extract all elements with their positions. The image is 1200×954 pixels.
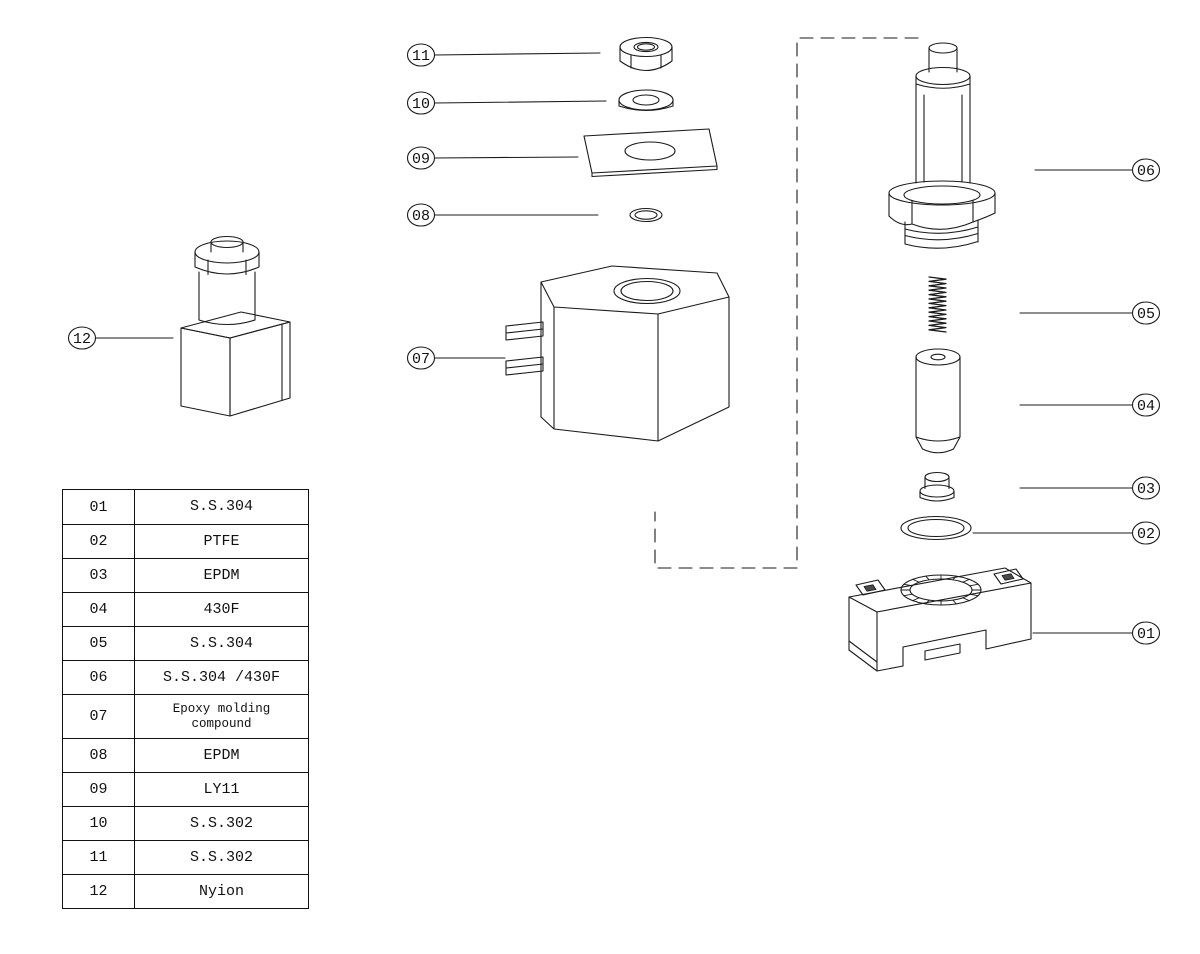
- part-material-cell: S.S.302: [189, 814, 253, 832]
- table-row: 11 S.S.302: [63, 840, 308, 874]
- part-01-valve-body: [848, 567, 1032, 672]
- callout-05-label: 05: [1137, 306, 1155, 323]
- callout-08: 08: [406, 203, 599, 227]
- part-material-cell: EPDM: [203, 746, 240, 764]
- callout-06: 06: [1034, 158, 1161, 182]
- callout-07: 07: [406, 346, 506, 370]
- callout-11: 11: [406, 43, 601, 67]
- assembly-dashed-line: [654, 37, 919, 569]
- callout-03-label: 03: [1137, 481, 1155, 498]
- callout-03: 03: [1019, 476, 1161, 500]
- part-number-cell: 04: [63, 593, 135, 626]
- table-row: 08 EPDM: [63, 738, 308, 772]
- part-number-cell: 05: [63, 627, 135, 660]
- callout-10: 10: [406, 91, 607, 115]
- materials-table: 01 S.S.304 02 PTFE 03 EPDM 04 430F 05 S.…: [62, 489, 309, 909]
- table-row: 06 S.S.304 /430F: [63, 660, 308, 694]
- part-material-cell: Nyion: [198, 882, 244, 900]
- part-material-cell: EPDM: [203, 566, 240, 584]
- part-08-oring-small: [629, 207, 663, 223]
- table-row: 07 Epoxy molding compound: [63, 694, 308, 738]
- callout-05: 05: [1019, 301, 1161, 325]
- part-12-din-connector: [180, 235, 291, 417]
- callout-08-label: 08: [412, 208, 430, 225]
- table-row: 04 430F: [63, 592, 308, 626]
- part-number-cell: 10: [63, 807, 135, 840]
- part-material-cell: S.S.302: [189, 848, 253, 866]
- part-number-cell: 03: [63, 559, 135, 592]
- mounting-boss: [855, 579, 886, 596]
- table-row: 05 S.S.304: [63, 626, 308, 660]
- callout-02: 02: [972, 521, 1161, 545]
- part-number-cell: 06: [63, 661, 135, 694]
- callouts: 12 11 10 09 08: [67, 43, 1161, 645]
- part-04-plunger: [915, 348, 961, 454]
- coil-terminal: [505, 321, 544, 341]
- callout-01: 01: [1032, 621, 1161, 645]
- part-material-cell: 430F: [203, 600, 240, 618]
- part-material-cell: Epoxy molding compound: [172, 702, 271, 731]
- part-07-coil: [505, 265, 730, 442]
- part-03-seal: [919, 471, 955, 502]
- callout-11-label: 11: [412, 48, 430, 65]
- part-number-cell: 08: [63, 739, 135, 772]
- callout-12-label: 12: [73, 331, 91, 348]
- callout-04-label: 04: [1137, 398, 1155, 415]
- callout-10-label: 10: [412, 96, 430, 113]
- part-material-cell: LY11: [203, 780, 240, 798]
- mounting-boss: [993, 568, 1024, 585]
- part-number-cell: 02: [63, 525, 135, 558]
- table-row: 02 PTFE: [63, 524, 308, 558]
- part-10-washer: [618, 89, 674, 112]
- part-material-cell: S.S.304: [189, 498, 253, 516]
- table-row: 10 S.S.302: [63, 806, 308, 840]
- coil-terminal: [505, 356, 544, 376]
- callout-01-label: 01: [1137, 626, 1155, 643]
- table-row: 09 LY11: [63, 772, 308, 806]
- part-material-cell: PTFE: [203, 532, 240, 550]
- table-row: 12 Nyion: [63, 874, 308, 908]
- table-row: 01 S.S.304: [63, 490, 308, 524]
- part-02-oring: [900, 515, 972, 541]
- part-06-armature-tube: [888, 42, 996, 249]
- part-number-cell: 12: [63, 875, 135, 908]
- callout-12: 12: [67, 326, 174, 350]
- part-material-cell: S.S.304 /430F: [162, 668, 281, 686]
- table-row: 03 EPDM: [63, 558, 308, 592]
- callout-02-label: 02: [1137, 526, 1155, 543]
- callout-07-label: 07: [412, 351, 430, 368]
- callout-09-label: 09: [412, 151, 430, 168]
- part-09-nameplate: [583, 128, 718, 178]
- part-material-cell: S.S.304: [189, 634, 253, 652]
- part-05-spring: [928, 276, 947, 333]
- part-number-cell: 01: [63, 490, 135, 524]
- port-boss: [924, 643, 961, 661]
- part-11-hex-nut: [619, 36, 673, 72]
- part-number-cell: 07: [63, 695, 135, 738]
- callout-04: 04: [1019, 393, 1161, 417]
- callout-06-label: 06: [1137, 163, 1155, 180]
- part-number-cell: 09: [63, 773, 135, 806]
- callout-09: 09: [406, 146, 579, 170]
- part-number-cell: 11: [63, 841, 135, 874]
